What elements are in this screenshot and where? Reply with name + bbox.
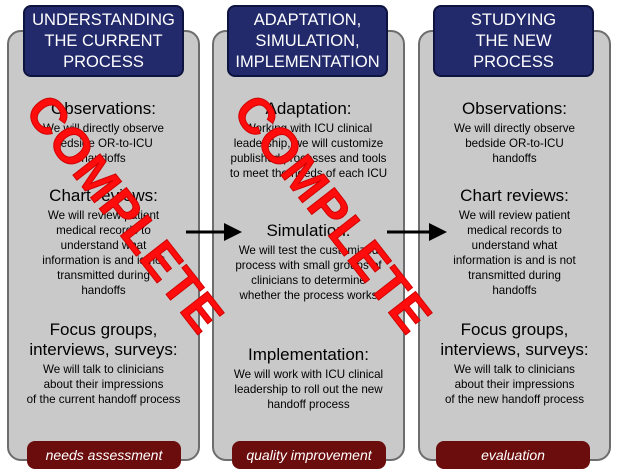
section-body: We will directly observe bedside OR-to-I… (43, 122, 164, 165)
column-current-process (7, 30, 200, 461)
section-body: We will directly observe bedside OR-to-I… (454, 122, 575, 165)
section-focus-groups-new: Focus groups, interviews, surveys: We wi… (418, 320, 611, 407)
section-heading: Simulation: (266, 221, 351, 240)
section-implementation: Implementation: We will work with ICU cl… (212, 345, 405, 412)
section-heading: Observations: (462, 99, 567, 118)
section-observations-new: Observations: We will directly observe b… (418, 99, 611, 166)
column-header-new: STUDYING THE NEW PROCESS (433, 5, 594, 77)
section-body: We will talk to clinicians about their i… (26, 363, 181, 406)
right-arrow-icon (387, 223, 447, 241)
section-body: We will work with ICU clinical leadershi… (233, 368, 384, 411)
footer-quality-improvement: quality improvement (232, 441, 386, 469)
section-heading: Focus groups, interviews, surveys: (29, 320, 178, 359)
section-chart-reviews-new: Chart reviews: We will review patient me… (418, 186, 611, 298)
column-new-process (418, 30, 611, 461)
section-body: We will review patient medical records t… (42, 209, 165, 297)
section-heading: Adaptation: (265, 99, 352, 118)
section-body: We will test the customized process with… (235, 244, 382, 302)
section-chart-reviews-current: Chart reviews: We will review patient me… (7, 186, 200, 298)
column-header-current: UNDERSTANDING THE CURRENT PROCESS (23, 5, 184, 77)
section-heading: Focus groups, interviews, surveys: (440, 320, 589, 359)
section-observations-current: Observations: We will directly observe b… (7, 99, 200, 166)
section-heading: Observations: (51, 99, 156, 118)
right-arrow-icon (186, 223, 242, 241)
section-heading: Chart reviews: (49, 186, 158, 205)
section-body: We will talk to clinicians about their i… (444, 363, 584, 406)
section-adaptation: Adaptation: Working with ICU clinical le… (212, 99, 405, 181)
section-heading: Implementation: (248, 345, 369, 364)
column-header-adaptation: ADAPTATION, SIMULATION, IMPLEMENTATION (227, 5, 388, 77)
section-body: We will review patient medical records t… (453, 209, 576, 297)
footer-evaluation: evaluation (436, 441, 590, 469)
section-simulation: Simulation: We will test the customized … (212, 221, 405, 303)
section-body: Working with ICU clinical leadership, we… (229, 122, 388, 180)
section-focus-groups-current: Focus groups, interviews, surveys: We wi… (7, 320, 200, 407)
section-heading: Chart reviews: (460, 186, 569, 205)
footer-needs-assessment: needs assessment (27, 441, 181, 469)
